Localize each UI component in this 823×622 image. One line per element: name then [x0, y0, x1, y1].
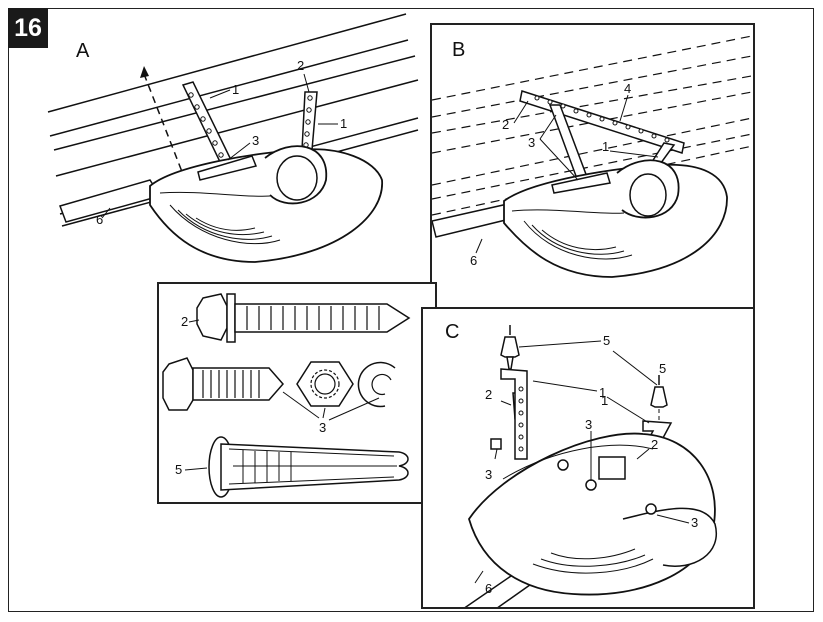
callout-b-4: 4	[624, 81, 631, 96]
callout-c-3b: 3	[585, 417, 592, 432]
panel-a-label: A	[76, 40, 90, 62]
callout-c-6: 6	[485, 581, 492, 596]
step-number-badge: 16	[8, 8, 48, 48]
callout-b-1: 1	[602, 139, 609, 154]
panel-c-illustration: 5 1 5 1 2 3 3 2 3 6	[464, 325, 718, 607]
callout-a-1: 1	[232, 82, 239, 97]
callout-c-5b: 5	[659, 361, 666, 376]
callout-parts-5: 5	[175, 462, 182, 477]
callout-c-2: 2	[485, 387, 492, 402]
callout-c-2b: 2	[651, 437, 658, 452]
callout-c-5: 5	[603, 333, 610, 348]
panel-b-illustration: 4 2 3 1 6	[432, 35, 753, 278]
panel-b: B	[430, 23, 755, 309]
callout-c-3c: 3	[691, 515, 698, 530]
callout-parts-3: 3	[319, 420, 326, 435]
figure-frame	[8, 8, 814, 612]
callout-parts-2: 2	[181, 314, 188, 329]
callout-a-1b: 1	[340, 116, 347, 131]
callout-b-6: 6	[470, 253, 477, 268]
panel-b-label: B	[452, 39, 466, 61]
callout-a-2: 2	[297, 58, 304, 73]
callout-c-1b: 1	[601, 393, 608, 408]
panel-c-label: C	[445, 321, 460, 343]
callout-b-3: 3	[528, 135, 535, 150]
callout-a-3: 3	[252, 133, 259, 148]
callout-c-1: 1	[599, 385, 606, 400]
hardware-panel: 2 3 5	[157, 282, 437, 504]
panel-c: C	[421, 307, 755, 609]
callout-a-6: 6	[96, 212, 103, 227]
hardware-illustration: 2 3 5	[162, 293, 411, 498]
callout-c-3: 3	[485, 467, 492, 482]
callout-b-2: 2	[502, 117, 509, 132]
